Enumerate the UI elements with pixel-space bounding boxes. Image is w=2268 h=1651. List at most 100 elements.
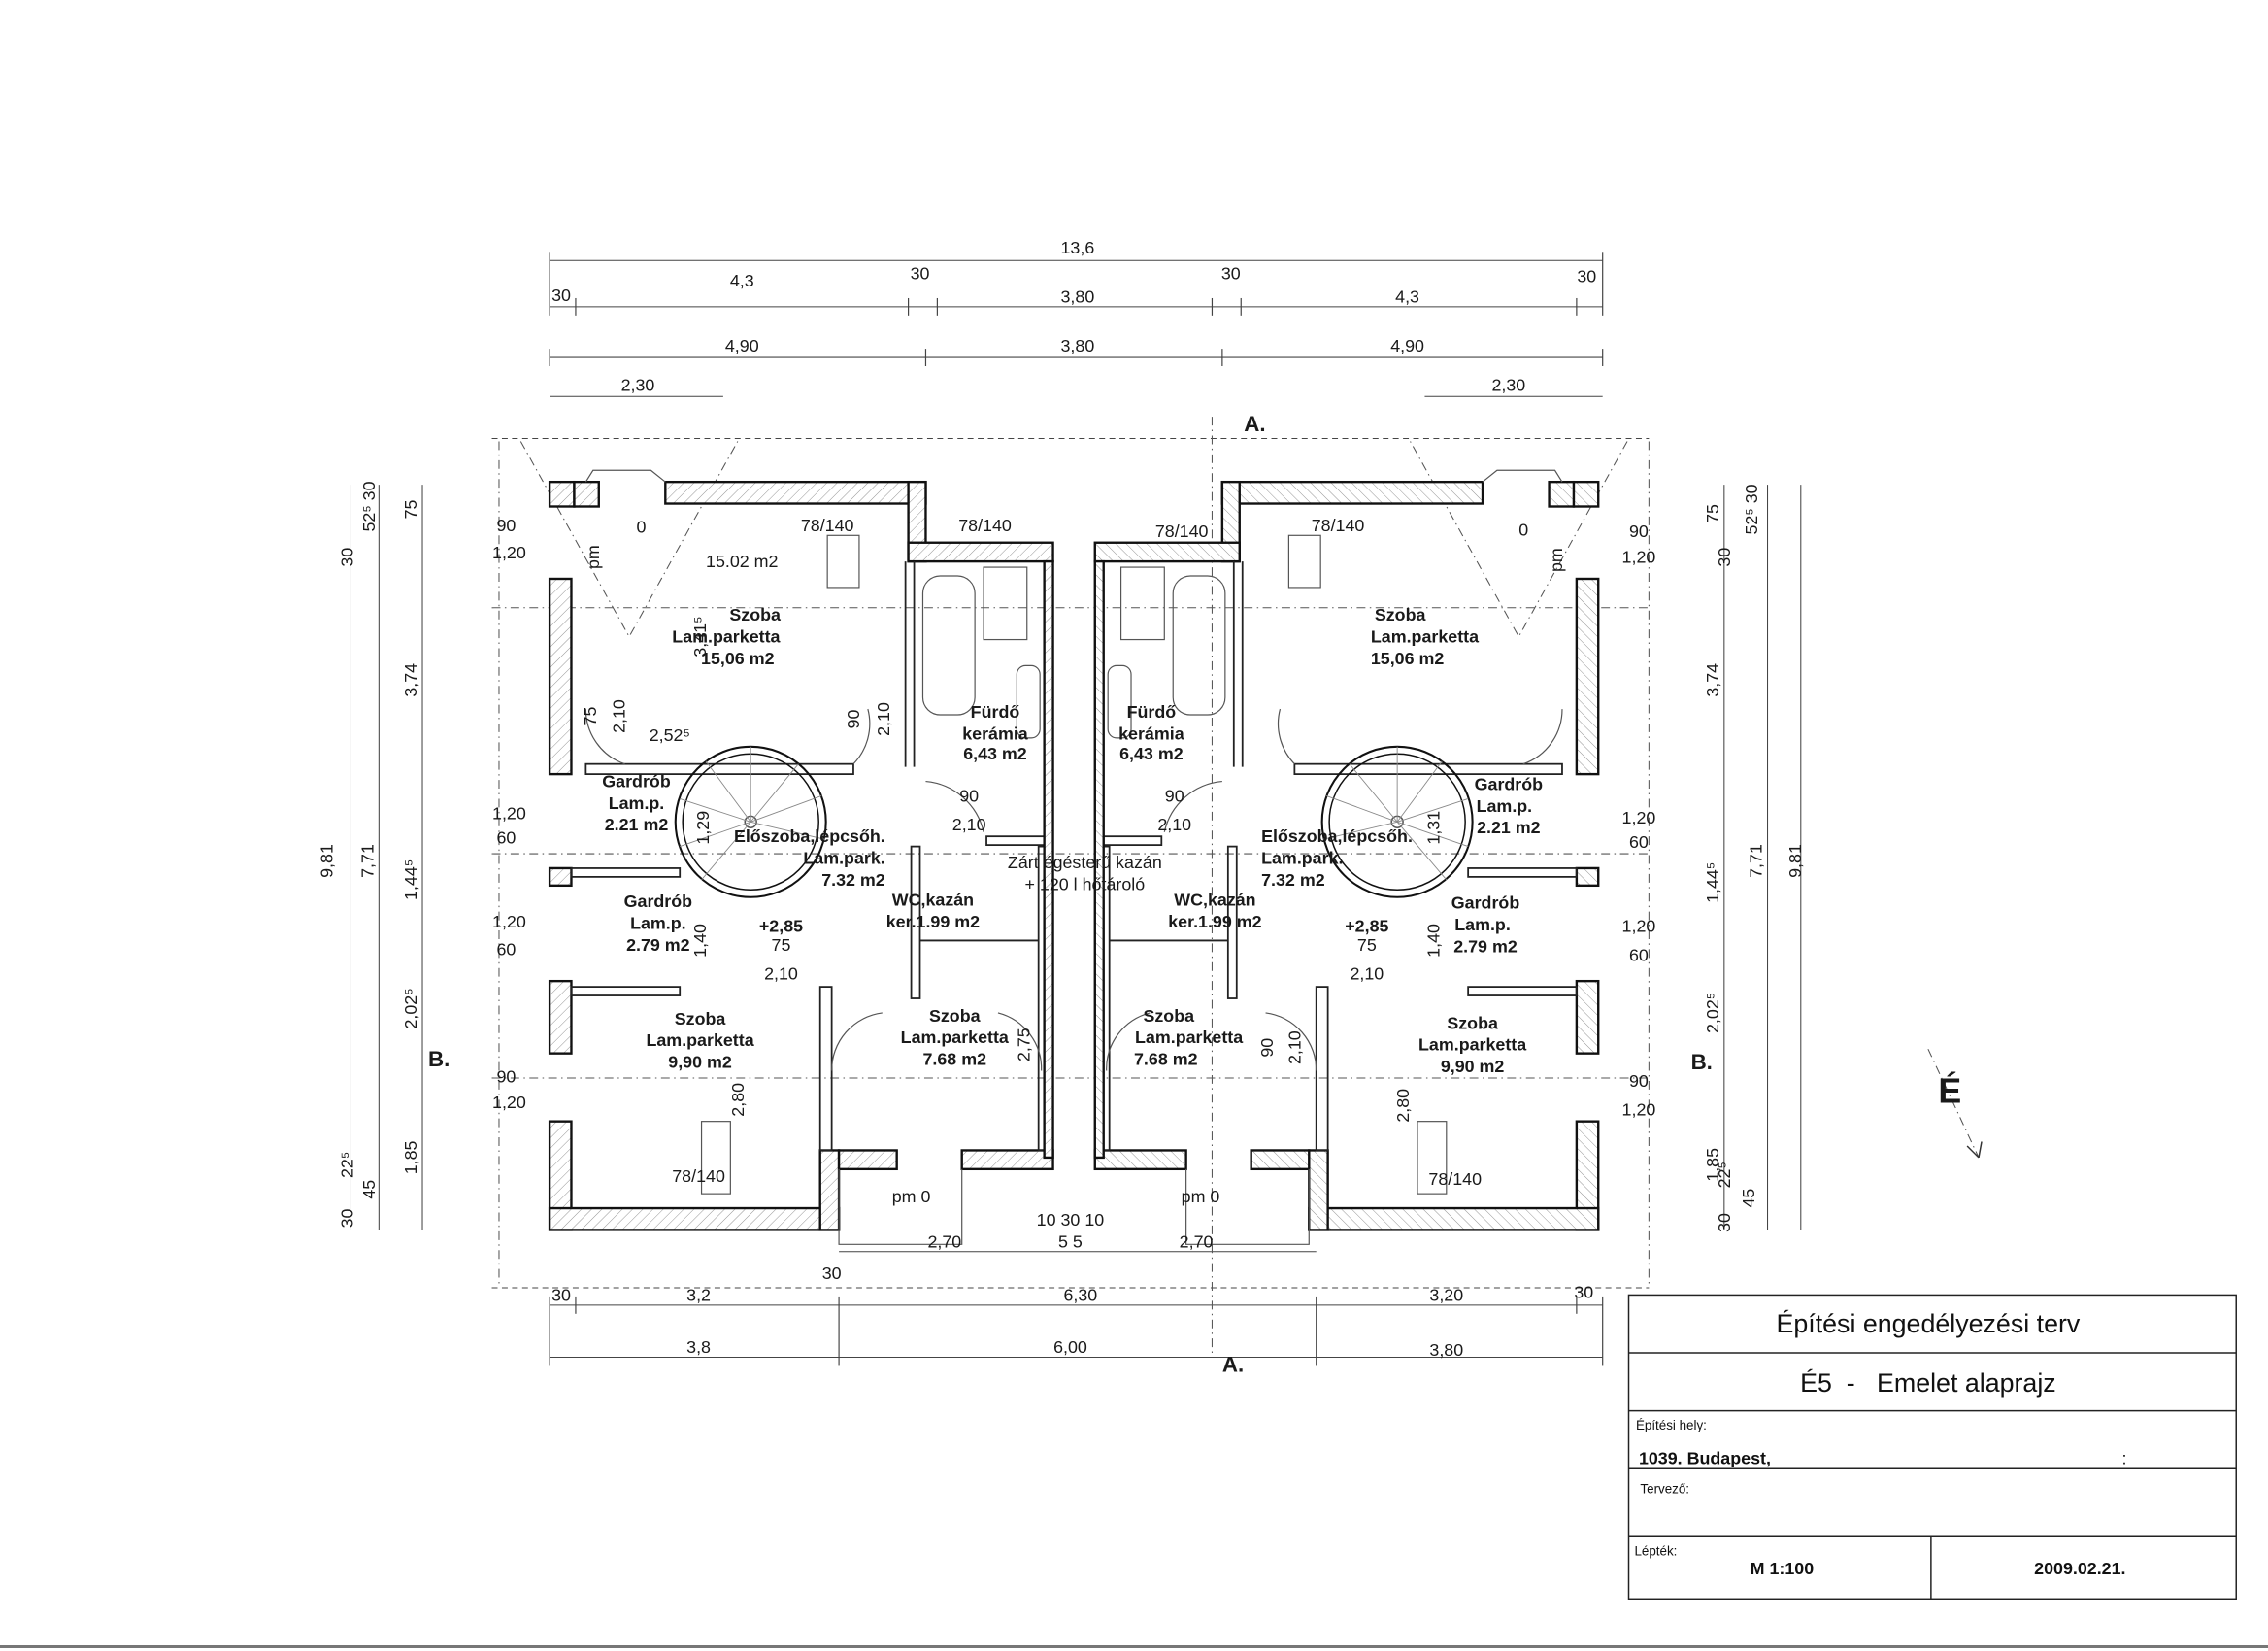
dim-text: 1,20 (1622, 548, 1656, 567)
dim-text: 2,30 (1491, 375, 1525, 394)
dim-text: 0 (1518, 520, 1528, 539)
section-b-right: B. (1691, 1050, 1713, 1074)
dim-text: 75 (581, 707, 600, 726)
sheet-title: É5 - Emelet alaprajz (1800, 1368, 2056, 1398)
dim-text: 22⁵ (1715, 1162, 1734, 1188)
dim-text: 1,44⁵ (1703, 862, 1722, 903)
dim-text: 3,20 (1429, 1285, 1463, 1304)
room-floor: Lam.parketta (672, 627, 781, 647)
window-dimensions: 90 1,20 1,20 60 1,20 60 90 1,20 90 1,20 … (492, 516, 1655, 1120)
room-floor: Lam.park. (1261, 848, 1343, 867)
dim-text: 60 (1629, 832, 1649, 852)
dim-text: 1,40 (1423, 924, 1443, 958)
room-wardrobe-2: Gardrób Lam.p. 2.79 m2 (1451, 893, 1520, 957)
room-name: Gardrób (1475, 775, 1544, 794)
dim-text: 30 (551, 1285, 571, 1304)
dim-text: 90 (1257, 1038, 1277, 1058)
window-label: 78/140 (958, 516, 1012, 535)
room-name: Gardrób (624, 892, 693, 911)
room-bedroom-corner: Szoba Lam.parketta 9,90 m2 (646, 1009, 754, 1072)
dim-text: 3,41⁵ (690, 616, 710, 657)
room-floor: Lam.parketta (646, 1030, 754, 1050)
room-area: 7.32 m2 (821, 870, 885, 890)
dim-text: 90 (959, 786, 979, 805)
room-hall-stairs: Előszoba,lépcsőh. Lam.park. 7.32 m2 (1261, 826, 1413, 890)
dim-text: 1,85 (1703, 1148, 1722, 1182)
dim-text: pm 0 (1182, 1187, 1220, 1206)
room-area: 15,06 m2 (701, 649, 775, 668)
room-area: 9,90 m2 (668, 1053, 732, 1072)
room-floor: Lam.p. (1454, 915, 1511, 934)
dim-text: 1,20 (1622, 1100, 1656, 1120)
dim-text: 4,90 (725, 336, 759, 355)
dim-text: 45 (1739, 1189, 1758, 1208)
scale-value: M 1:100 (1751, 1559, 1815, 1578)
dim-text: 2,10 (874, 702, 893, 736)
boiler-note: Zárt égésterű kazán + 120 l hőtároló (1008, 853, 1162, 893)
section-a-bottom: A. (1222, 1352, 1244, 1376)
room-name: Fürdő (1127, 702, 1177, 722)
dim-text: 90 (844, 710, 863, 729)
dim-text: 1,44⁵ (401, 859, 420, 900)
room-floor: Lam.p. (609, 793, 665, 813)
bottom-dimensions: 30 3,2 6,30 3,20 30 3,8 6,00 3,80 2,70 2… (551, 1210, 1593, 1360)
room-area: 2.79 m2 (1453, 936, 1518, 956)
rooms-left: Szoba Lam.parketta 15,06 m2 Fürdő kerámi… (602, 605, 1029, 1071)
dim-text: 30 (338, 548, 357, 567)
dim-text: 4,3 (730, 271, 754, 290)
location-value: 1039. Budapest, (1639, 1449, 1771, 1468)
room-floor: kerámia (1118, 724, 1185, 743)
dim-text: 30 (551, 286, 571, 305)
elevation-label: +2,85 (759, 917, 803, 936)
boiler-note-line: + 120 l hőtároló (1025, 874, 1146, 893)
dim-text: 3,74 (1703, 663, 1722, 697)
dim-text: 90 (1629, 522, 1649, 541)
room-area: 6,43 m2 (963, 744, 1027, 763)
dim-text: 30 (1574, 1282, 1593, 1301)
dim-text: 75 (1357, 935, 1377, 955)
dim-text: 3,74 (401, 663, 420, 697)
dim-text: 60 (496, 828, 516, 848)
dim-text: 6,30 (1063, 1285, 1097, 1304)
room-floor: ker.1.99 m2 (886, 912, 980, 931)
dim-text: 2,02⁵ (1703, 993, 1722, 1033)
room-name: Szoba (675, 1009, 727, 1028)
room-bedroom-large: Szoba Lam.parketta 15,06 m2 (1371, 605, 1480, 668)
room-area: 7.32 m2 (1261, 870, 1325, 890)
boiler-note-line: Zárt égésterű kazán (1008, 853, 1162, 872)
dim-text: 1,20 (1622, 808, 1656, 827)
room-name: Fürdő (971, 702, 1020, 722)
room-floor: Lam.parketta (1418, 1035, 1527, 1055)
dim-text: 3,8 (686, 1337, 711, 1357)
room-bathroom: Fürdő kerámia 6,43 m2 (962, 702, 1029, 763)
section-a-top: A. (1244, 412, 1265, 436)
room-wc-boiler: WC,kazán ker.1.99 m2 (1168, 891, 1261, 931)
left-dimensions: 9,81 7,71 75 3,74 1,44⁵ 2,02⁵ 1,85 30 52… (317, 481, 420, 1228)
dimension-lines (350, 252, 1802, 1366)
dim-text: 1,20 (492, 912, 526, 931)
dim-text: pm 0 (892, 1187, 931, 1206)
dim-text: 30 (822, 1264, 842, 1283)
dim-overall-width: 13,6 (1061, 238, 1095, 257)
room-name: Gardrób (602, 772, 671, 792)
room-wardrobe-1: Gardrób Lam.p. 2.21 m2 (1475, 775, 1544, 838)
right-unit-walls (1093, 469, 1600, 1246)
dim-overall-depth: 9,81 (1785, 844, 1805, 878)
title-block: Építési engedélyezési terv É5 - Emelet a… (1627, 1294, 2237, 1600)
scale-label: Lépték: (1634, 1544, 1677, 1559)
room-area: 9,90 m2 (1441, 1057, 1505, 1076)
dim-text: 3,80 (1061, 286, 1095, 306)
dim-text: 1,20 (492, 803, 526, 823)
right-dimensions: 9,81 7,71 75 3,74 1,44⁵ 2,02⁵ 1,85 30 52… (1703, 484, 1805, 1232)
dim-text: 1,40 (690, 924, 710, 958)
room-floor: kerámia (962, 724, 1029, 743)
room-name: WC,kazán (1174, 891, 1255, 910)
dim-text: 4,90 (1390, 336, 1424, 355)
dim-text: 1,29 (693, 811, 713, 845)
roof-area-label: 15.02 m2 (706, 552, 779, 571)
dim-overall-depth: 9,81 (317, 844, 337, 878)
dim-text: 2,75 (1015, 1028, 1034, 1061)
room-bedroom-large: Szoba Lam.parketta 15,06 m2 (672, 605, 782, 668)
dim-text: 2,80 (728, 1083, 748, 1117)
dim-text: 22⁵ (338, 1152, 357, 1178)
